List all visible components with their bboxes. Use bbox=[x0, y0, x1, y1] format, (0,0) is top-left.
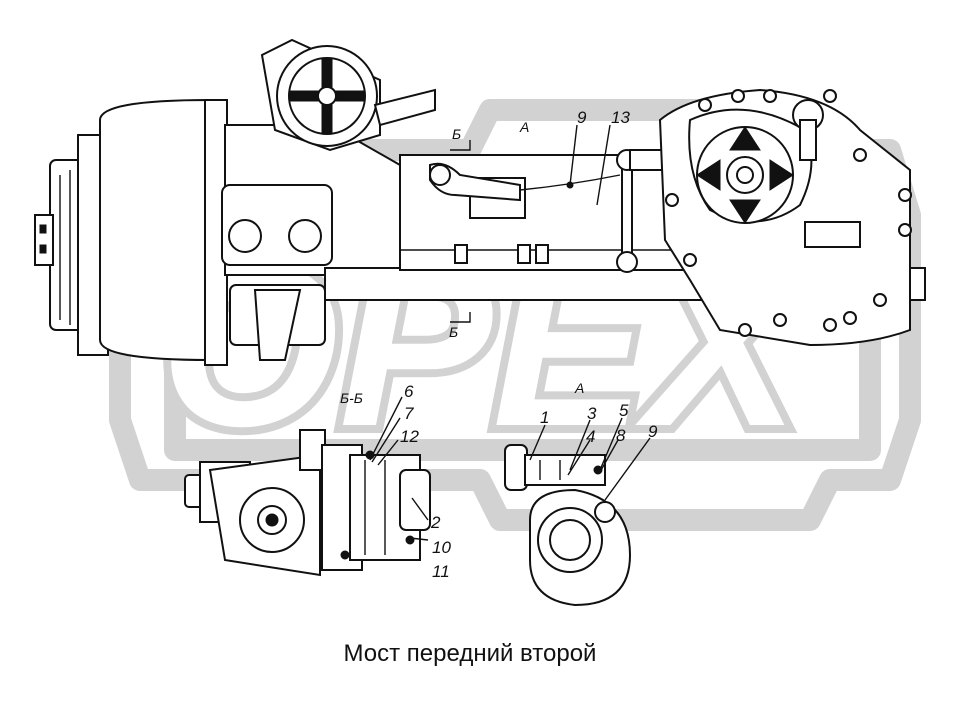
differential-housing bbox=[658, 88, 912, 347]
section-bb-view bbox=[184, 429, 431, 577]
upper-pulley bbox=[260, 38, 436, 152]
callout-5: 5 bbox=[619, 401, 629, 420]
callout-3: 3 bbox=[587, 404, 597, 423]
callout-7: 7 bbox=[404, 404, 414, 423]
callout-1: 1 bbox=[540, 408, 549, 427]
view-a bbox=[504, 444, 632, 607]
callout-6: 6 bbox=[404, 382, 414, 401]
steering-knuckle bbox=[221, 124, 412, 361]
wheel-hub bbox=[34, 98, 228, 366]
drawing-caption: Мост передний второй bbox=[343, 640, 597, 667]
label-section-b-bottom: Б bbox=[449, 324, 458, 340]
callout-12: 12 bbox=[400, 427, 419, 446]
label-section-b-top: Б bbox=[452, 126, 461, 142]
callout-10: 10 bbox=[432, 538, 451, 557]
callout-11: 11 bbox=[432, 562, 450, 581]
label-section-bb: Б-Б bbox=[340, 390, 363, 406]
label-view-a: А bbox=[574, 380, 584, 396]
callout-2: 2 bbox=[430, 513, 441, 532]
callout-13: 13 bbox=[611, 108, 630, 127]
label-view-a-top: А bbox=[519, 119, 529, 135]
section-markers bbox=[450, 140, 471, 323]
axle-main-view bbox=[34, 38, 926, 366]
callout-8: 8 bbox=[616, 426, 626, 445]
callout-9-view: 9 bbox=[648, 422, 658, 441]
callout-4: 4 bbox=[586, 427, 595, 446]
leader-lines bbox=[369, 124, 651, 541]
callout-9-top: 9 bbox=[577, 108, 587, 127]
